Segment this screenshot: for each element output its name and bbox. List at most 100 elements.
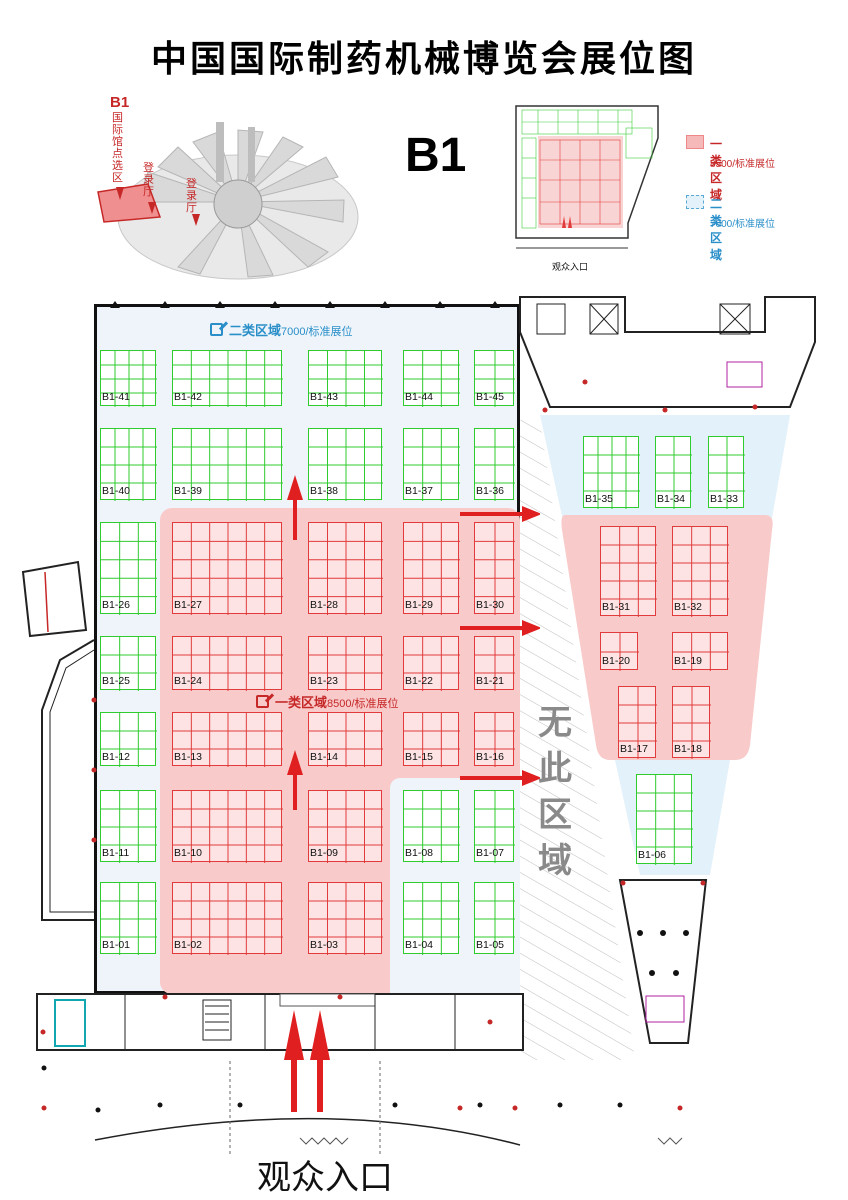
booth-id-label: B1-18 (674, 743, 703, 755)
legend-zone1-swatch (686, 135, 704, 149)
arrow-up-1 (287, 475, 303, 540)
booth-b1-08[interactable]: B1-08 (403, 790, 460, 863)
booth-b1-41[interactable]: B1-41 (100, 350, 157, 407)
booth-grid (656, 437, 692, 509)
booth-grid (101, 523, 157, 615)
booth-id-label: B1-24 (174, 675, 203, 687)
booth-b1-35[interactable]: B1-35 (583, 436, 640, 509)
no-zone-hatch (520, 420, 635, 1060)
locator-lobby-label-1: 登录厅 (143, 162, 154, 198)
booth-b1-19[interactable]: B1-19 (672, 632, 729, 671)
east-wedge-building (618, 879, 708, 1044)
booth-b1-20[interactable]: B1-20 (600, 632, 639, 671)
booth-id-label: B1-33 (710, 493, 739, 505)
booth-b1-24[interactable]: B1-24 (172, 636, 283, 691)
booth-b1-25[interactable]: B1-25 (100, 636, 157, 691)
booth-b1-30[interactable]: B1-30 (474, 522, 515, 615)
booth-grid (404, 523, 460, 615)
booth-b1-17[interactable]: B1-17 (618, 686, 657, 759)
booth-grid (475, 429, 515, 501)
booth-id-label: B1-41 (102, 391, 131, 403)
booth-grid (475, 713, 515, 767)
booth-grid (173, 351, 283, 407)
booth-b1-34[interactable]: B1-34 (655, 436, 692, 509)
booth-b1-12[interactable]: B1-12 (100, 712, 157, 767)
floor-zone1-text: 一类区域 (275, 695, 328, 710)
booth-grid (475, 883, 515, 955)
booth-b1-13[interactable]: B1-13 (172, 712, 283, 767)
booth-id-label: B1-16 (476, 751, 505, 763)
booth-b1-29[interactable]: B1-29 (403, 522, 460, 615)
booth-id-label: B1-19 (674, 655, 703, 667)
booth-grid (309, 523, 383, 615)
booth-b1-22[interactable]: B1-22 (403, 636, 460, 691)
booth-b1-21[interactable]: B1-21 (474, 636, 515, 691)
booth-grid (173, 791, 283, 863)
booth-id-label: B1-21 (476, 675, 505, 687)
booth-b1-43[interactable]: B1-43 (308, 350, 383, 407)
booth-b1-44[interactable]: B1-44 (403, 350, 460, 407)
arrow-right-1 (460, 506, 540, 522)
booth-id-label: B1-43 (310, 391, 339, 403)
booth-b1-18[interactable]: B1-18 (672, 686, 711, 759)
booth-b1-40[interactable]: B1-40 (100, 428, 157, 501)
booth-id-label: B1-04 (405, 939, 434, 951)
booth-b1-03[interactable]: B1-03 (308, 882, 383, 955)
booth-id-label: B1-17 (620, 743, 649, 755)
booth-id-label: B1-36 (476, 485, 505, 497)
booth-b1-38[interactable]: B1-38 (308, 428, 383, 501)
booth-b1-14[interactable]: B1-14 (308, 712, 383, 767)
booth-grid (101, 791, 157, 863)
booth-id-label: B1-09 (310, 847, 339, 859)
booth-grid (475, 791, 515, 863)
booth-b1-37[interactable]: B1-37 (403, 428, 460, 501)
booth-grid (404, 791, 460, 863)
booth-b1-32[interactable]: B1-32 (672, 526, 729, 617)
booth-b1-02[interactable]: B1-02 (172, 882, 283, 955)
legend-zone2-swatch (686, 195, 704, 209)
booth-b1-04[interactable]: B1-04 (403, 882, 460, 955)
booth-id-label: B1-07 (476, 847, 505, 859)
booth-b1-27[interactable]: B1-27 (172, 522, 283, 615)
booth-b1-05[interactable]: B1-05 (474, 882, 515, 955)
edit-icon (210, 323, 223, 336)
no-zone-char: 此 (538, 750, 572, 788)
booth-b1-42[interactable]: B1-42 (172, 350, 283, 407)
booth-id-label: B1-34 (657, 493, 686, 505)
booth-id-label: B1-10 (174, 847, 203, 859)
booth-b1-31[interactable]: B1-31 (600, 526, 657, 617)
booth-id-label: B1-32 (674, 601, 703, 613)
booth-b1-11[interactable]: B1-11 (100, 790, 157, 863)
booth-b1-01[interactable]: B1-01 (100, 882, 157, 955)
booth-grid (173, 523, 283, 615)
booth-b1-26[interactable]: B1-26 (100, 522, 157, 615)
booth-b1-10[interactable]: B1-10 (172, 790, 283, 863)
booth-b1-39[interactable]: B1-39 (172, 428, 283, 501)
booth-b1-45[interactable]: B1-45 (474, 350, 515, 407)
booth-b1-36[interactable]: B1-36 (474, 428, 515, 501)
booth-id-label: B1-37 (405, 485, 434, 497)
booth-b1-16[interactable]: B1-16 (474, 712, 515, 767)
booth-id-label: B1-25 (102, 675, 131, 687)
booth-b1-28[interactable]: B1-28 (308, 522, 383, 615)
mini-plan-drawing (515, 105, 659, 249)
booth-id-label: B1-22 (405, 675, 434, 687)
booth-b1-06[interactable]: B1-06 (636, 774, 693, 865)
booth-id-label: B1-31 (602, 601, 631, 613)
booth-b1-07[interactable]: B1-07 (474, 790, 515, 863)
booth-grid (101, 429, 157, 501)
floor-zone1-price: 8500/标准展位 (327, 698, 399, 710)
booth-b1-23[interactable]: B1-23 (308, 636, 383, 691)
entrance-arrow-2 (310, 1010, 330, 1112)
booth-id-label: B1-01 (102, 939, 131, 951)
booth-b1-15[interactable]: B1-15 (403, 712, 460, 767)
booth-id-label: B1-03 (310, 939, 339, 951)
no-zone-char: 区 (538, 796, 572, 834)
booth-grid (101, 883, 157, 955)
booth-b1-33[interactable]: B1-33 (708, 436, 745, 509)
booth-grid (709, 437, 745, 509)
booth-b1-09[interactable]: B1-09 (308, 790, 383, 863)
booth-grid (101, 713, 157, 767)
floor-zone2-text: 二类区域 (229, 323, 282, 338)
